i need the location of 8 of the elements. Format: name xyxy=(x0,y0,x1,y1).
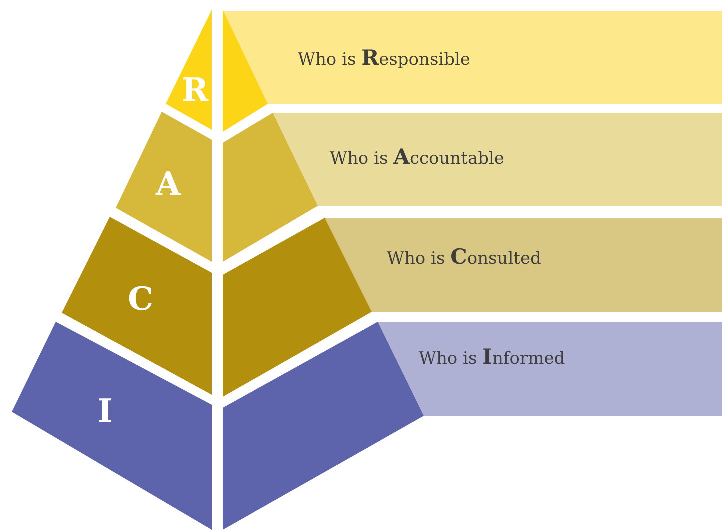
role-letter: C xyxy=(128,283,154,315)
role-description: Who is Responsible xyxy=(298,47,470,69)
role-letter: I xyxy=(98,395,113,427)
role-description: Who is Consulted xyxy=(387,246,542,268)
role-description: Who is Accountable xyxy=(330,146,504,168)
role-description: Who is Informed xyxy=(419,346,566,368)
role-letter: A xyxy=(156,168,181,200)
role-letter: R xyxy=(182,74,209,106)
